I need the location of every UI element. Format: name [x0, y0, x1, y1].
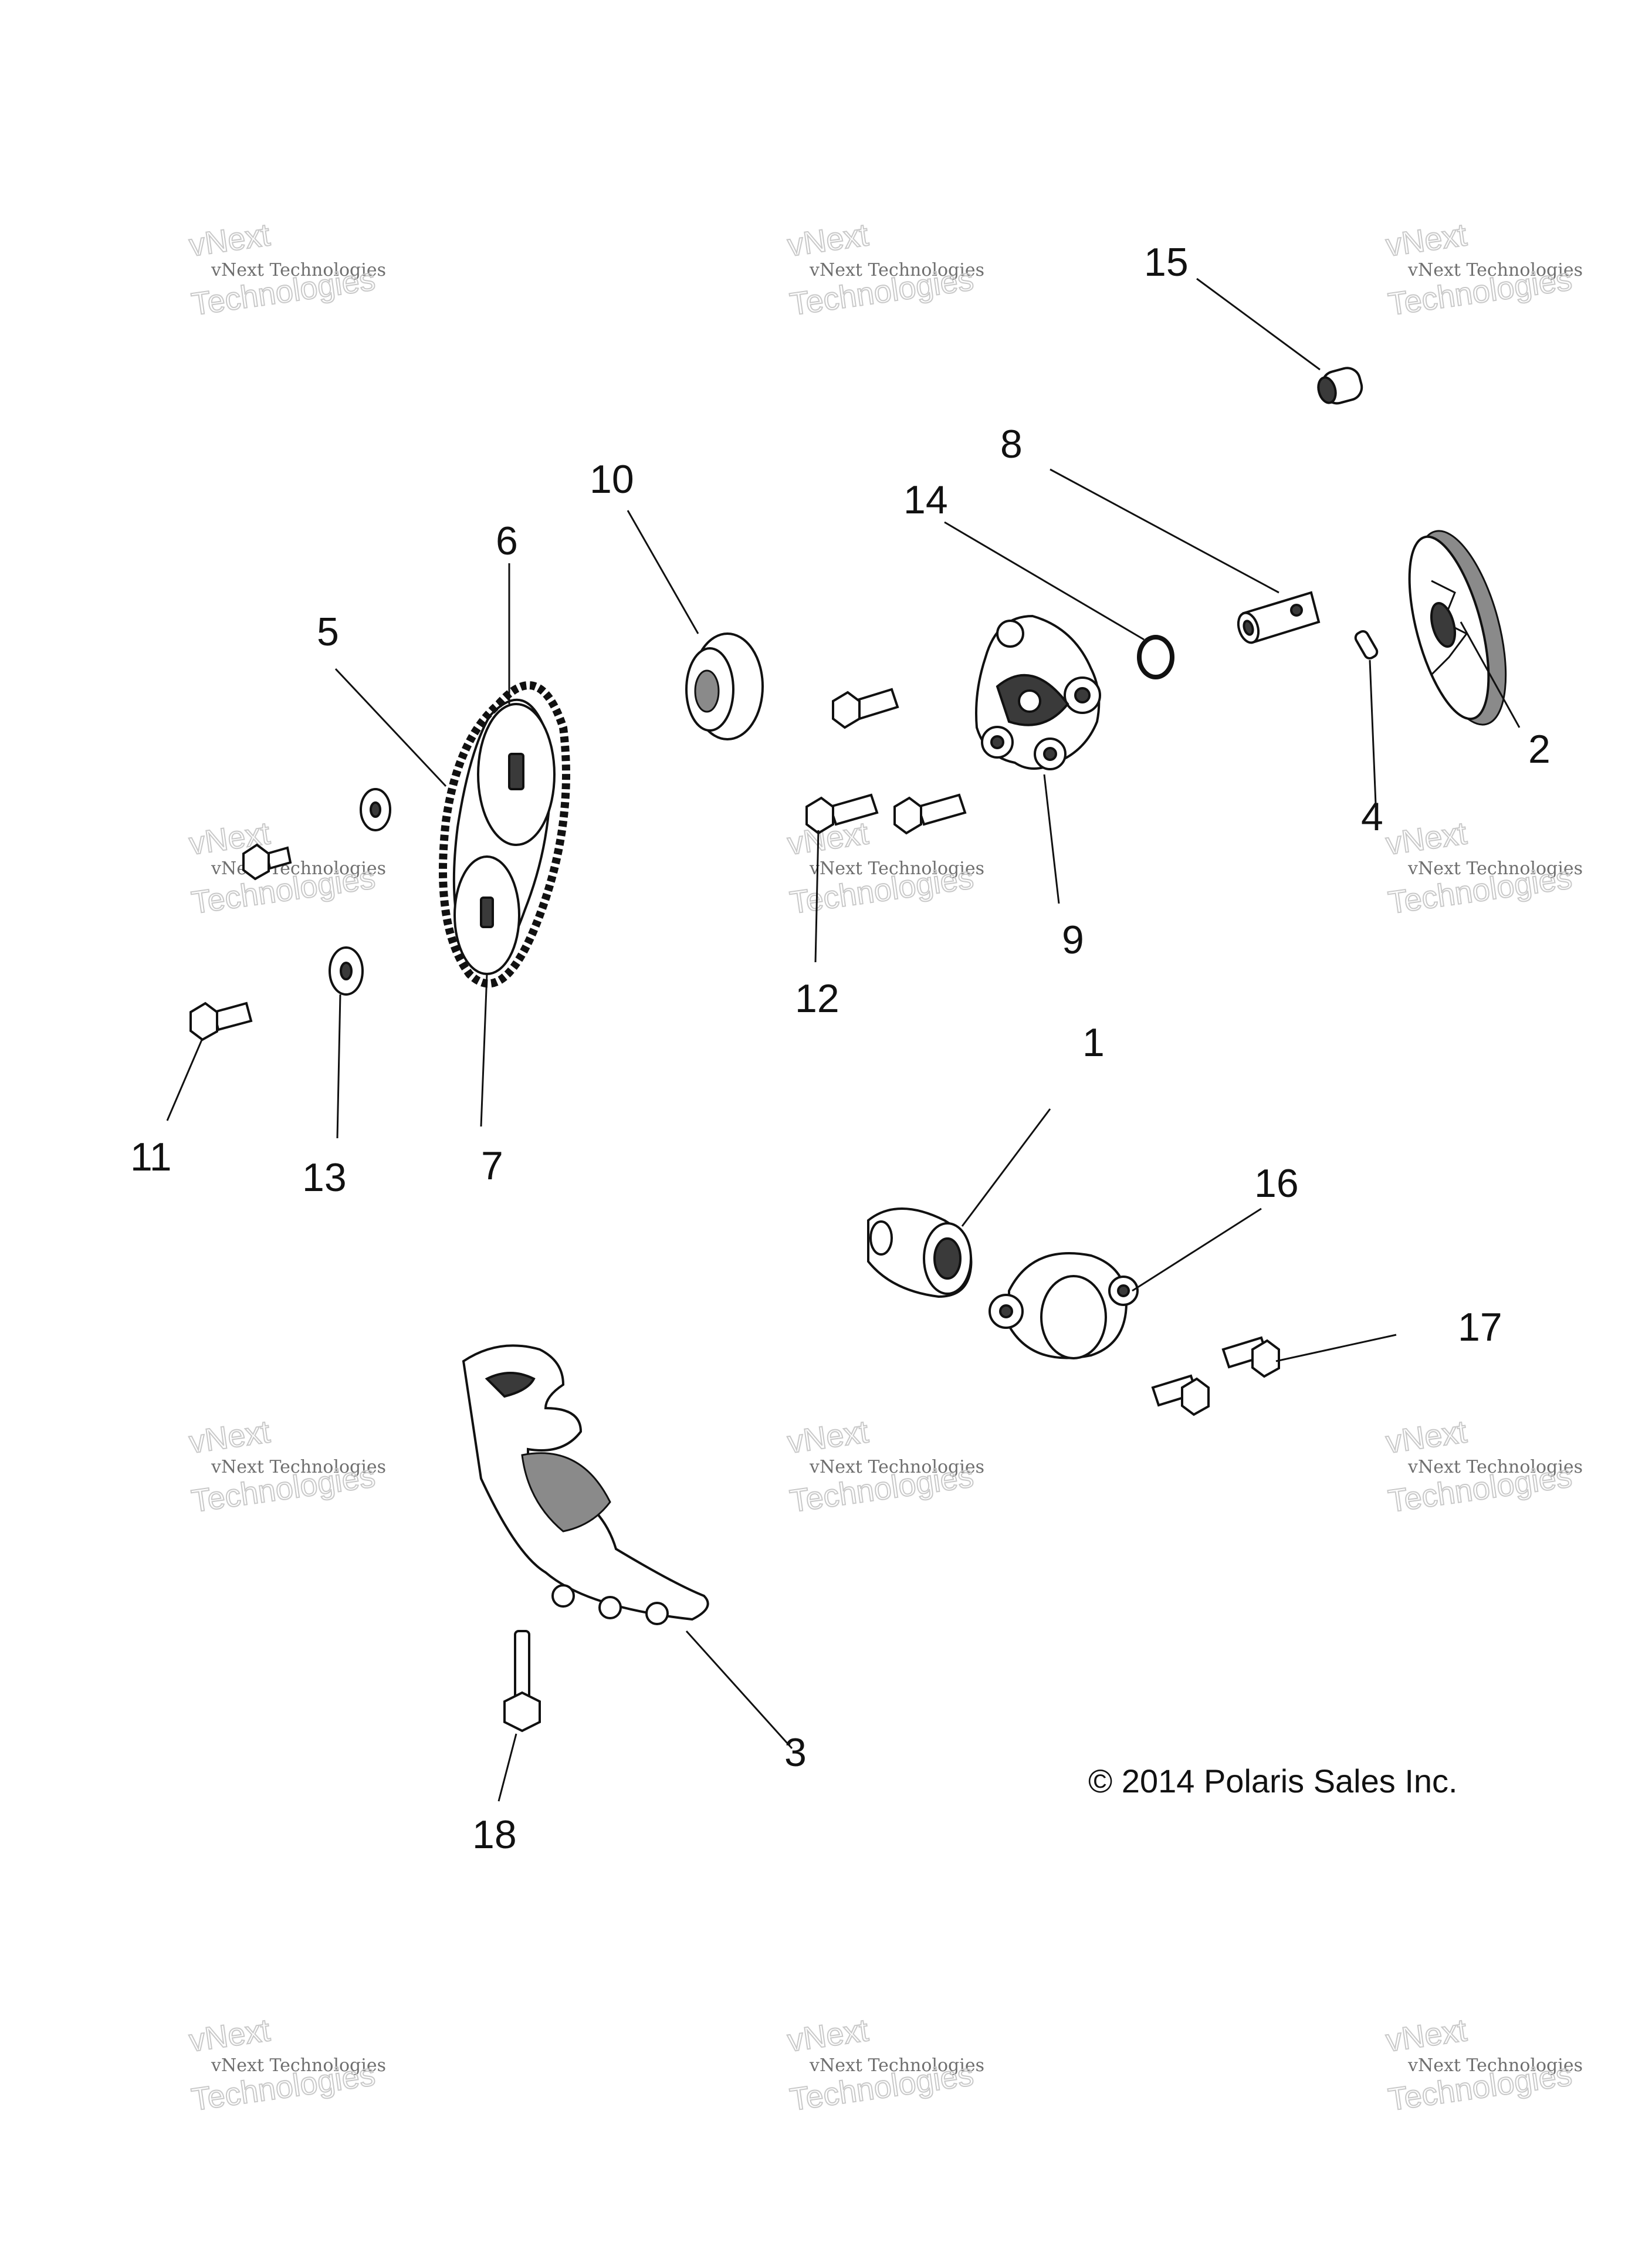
part-17-bolt [1221, 1336, 1280, 1378]
svg-text:vNext: vNext [786, 217, 871, 263]
callout-4: 4 [1361, 794, 1383, 839]
copyright-text: © 2014 Polaris Sales Inc. [1088, 1763, 1458, 1799]
part-12-bolt [832, 688, 899, 729]
svg-text:vNext Technologies: vNext Technologies [809, 260, 984, 280]
svg-text:vNext Technologies: vNext Technologies [1407, 260, 1583, 280]
part-10-spacer [685, 632, 764, 740]
part-12-bolt [893, 793, 967, 835]
callout-13: 13 [302, 1155, 347, 1200]
watermark: vNext vNext Technologies Technologies [187, 216, 386, 323]
callout-10: 10 [590, 457, 634, 502]
callout-17: 17 [1458, 1305, 1502, 1349]
watermark: vNext vNext Technologies Technologies [785, 1413, 984, 1520]
part-13-washer [360, 788, 391, 831]
watermark: vNext vNext Technologies Technologies [785, 216, 984, 323]
svg-text:vNext: vNext [1384, 1414, 1469, 1460]
watermark: vNext vNext Technologies Technologies [1383, 815, 1583, 921]
watermark: vNext vNext Technologies Technologies [1383, 1413, 1583, 1520]
callout-1: 1 [1082, 1020, 1105, 1065]
part-4-pin [1354, 630, 1379, 659]
svg-text:vNext: vNext [786, 2012, 871, 2059]
svg-text:vNext: vNext [1384, 816, 1469, 862]
watermark: vNext vNext Technologies Technologies [785, 2012, 984, 2118]
svg-text:vNext: vNext [1384, 2012, 1469, 2059]
svg-text:vNext Technologies: vNext Technologies [211, 2055, 386, 2076]
svg-text:vNext: vNext [187, 217, 272, 263]
callout-3: 3 [784, 1730, 807, 1775]
watermark: vNext vNext Technologies Technologies [1383, 2012, 1583, 2118]
svg-text:vNext: vNext [786, 1414, 871, 1460]
part-15-sleeve [1317, 367, 1363, 405]
callout-numbers: 1 2 3 4 5 6 7 8 9 10 11 12 13 14 15 16 1… [130, 240, 1551, 1857]
svg-text:vNext Technologies: vNext Technologies [809, 858, 984, 879]
callout-16: 16 [1254, 1161, 1299, 1206]
callout-7: 7 [481, 1144, 503, 1188]
part-11-bolt [242, 843, 292, 881]
part-6-sprocket [477, 703, 556, 846]
callout-11: 11 [130, 1135, 172, 1179]
callout-14: 14 [903, 478, 948, 522]
watermarks: vNext vNext Technologies Technologies vN… [187, 216, 1583, 2118]
svg-text:vNext Technologies: vNext Technologies [809, 2055, 984, 2076]
part-7-sprocket [453, 855, 520, 975]
callout-6: 6 [496, 519, 518, 563]
callout-2: 2 [1528, 727, 1551, 772]
svg-text:vNext Technologies: vNext Technologies [1407, 858, 1583, 879]
part-13-washer [329, 946, 364, 996]
part-9-pump-housing [975, 614, 1101, 770]
part-3-oil-pickup [462, 1344, 709, 1625]
part-2-rotor [1408, 530, 1507, 726]
leader-lines [166, 278, 1521, 1802]
part-14-oring [1137, 635, 1174, 679]
callout-5: 5 [317, 610, 339, 654]
watermark: vNext vNext Technologies Technologies [187, 815, 386, 921]
svg-text:vNext Technologies: vNext Technologies [211, 858, 386, 879]
callout-15: 15 [1144, 240, 1189, 285]
part-12-bolt [805, 793, 879, 835]
part-16-cover [989, 1252, 1139, 1359]
watermark: vNext vNext Technologies Technologies [187, 2012, 386, 2118]
callout-12: 12 [795, 976, 839, 1021]
svg-text:vNext Technologies: vNext Technologies [211, 260, 386, 280]
svg-text:vNext Technologies: vNext Technologies [809, 1457, 984, 1477]
watermark: vNext vNext Technologies Technologies [1383, 216, 1583, 323]
svg-text:vNext Technologies: vNext Technologies [1407, 2055, 1583, 2076]
svg-text:vNext: vNext [187, 1414, 272, 1460]
part-1-relief-valve [867, 1207, 973, 1298]
part-18-bolt [503, 1630, 541, 1733]
svg-text:vNext: vNext [187, 2012, 272, 2059]
watermark: vNext vNext Technologies Technologies [187, 1413, 386, 1520]
callout-9: 9 [1062, 918, 1084, 962]
svg-text:vNext Technologies: vNext Technologies [1407, 1457, 1583, 1477]
part-8-shaft [1237, 591, 1321, 644]
part-17-bolt [1151, 1374, 1210, 1416]
svg-text:vNext: vNext [1384, 217, 1469, 263]
callout-8: 8 [1000, 422, 1023, 466]
part-11-bolt [189, 1002, 253, 1041]
svg-text:vNext Technologies: vNext Technologies [211, 1457, 386, 1477]
callout-18: 18 [472, 1812, 517, 1857]
